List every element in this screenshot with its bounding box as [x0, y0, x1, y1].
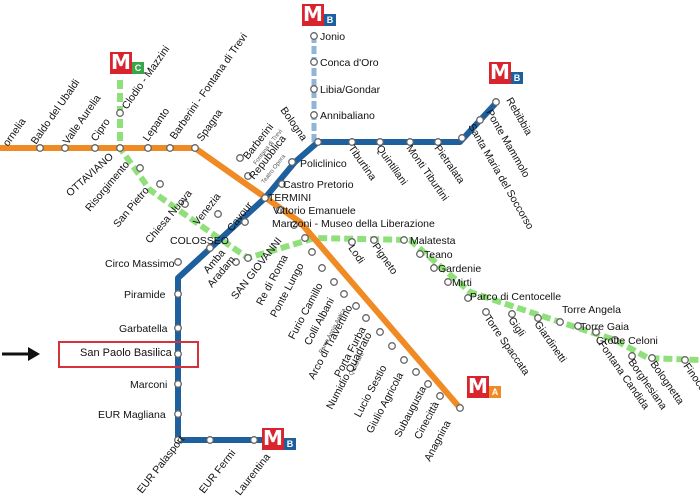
label-termini: TERMINI	[268, 192, 311, 204]
label-finocchio: Finocc	[681, 361, 700, 393]
label-ornelia: ornelia	[1, 116, 29, 149]
label-torregaia: Torre Gaia	[580, 321, 629, 333]
label-manzoni: Manzoni - Museo della Liberazione	[272, 218, 435, 230]
highlight-box	[58, 341, 199, 368]
label-jonio: Jonio	[320, 31, 345, 43]
label-conca: Conca d'Oro	[320, 57, 379, 69]
label-venezia: Venezia	[191, 191, 224, 228]
label-spagna: Spagna	[195, 107, 226, 144]
highlight-station-label: San Paolo Basilica	[80, 347, 172, 359]
label-giardinetti: Giardinetti	[532, 319, 569, 365]
stations	[36, 32, 689, 444]
label-annibaliano: Annibaliano	[320, 110, 375, 122]
label-libia: Libia/Gondar	[320, 84, 381, 96]
line-c	[117, 80, 700, 363]
label-pigneto: Pigneto	[370, 241, 400, 277]
label-colosseo: COLOSSEO	[170, 235, 229, 247]
label-gardenie: Gardenie	[438, 263, 481, 275]
metro-logo-a: M A	[467, 374, 501, 398]
metro-logo-c: M C	[110, 50, 144, 74]
station-labels: ornelia Baldo del Ubaldi Valle Aurelia C…	[1, 31, 700, 498]
label-eurfermi: EUR Fermi	[197, 448, 238, 496]
label-grotte: Grotte Celoni	[596, 335, 658, 347]
label-cipro: Cipro	[89, 116, 113, 144]
label-eurmagliana: EUR Magliana	[98, 409, 166, 421]
label-vittorio: Vittorio Emanuele	[273, 205, 356, 217]
pointer-arrow-icon	[2, 347, 40, 361]
label-circo: Circo Massimo	[105, 258, 175, 270]
label-marconi: Marconi	[130, 379, 167, 391]
label-policlinico: Policlinico	[300, 158, 347, 170]
label-piramide: Piramide	[124, 289, 166, 301]
label-lodi: Lodi	[346, 243, 367, 266]
label-teano: Teano	[424, 249, 453, 261]
label-mirti: Mirti	[452, 277, 472, 289]
metro-logo-b-south: M B	[262, 426, 296, 450]
label-laurentina: Laurentina	[233, 451, 273, 498]
label-parco: Parco di Centocelle	[470, 291, 561, 303]
label-castro: Castro Pretorio	[283, 179, 354, 191]
label-malatesta: Malatesta	[410, 235, 456, 247]
metro-logo-b-east: M B	[489, 60, 523, 84]
label-torreangela: Torre Angela	[562, 304, 621, 316]
label-sanpietro: San Pietro	[111, 185, 152, 230]
label-cavour: Cavour	[225, 199, 256, 233]
label-lepanto: Lepanto	[141, 106, 173, 144]
label-eurpalasport: EUR Palasport	[135, 434, 187, 496]
label-gigli: Gigli	[506, 315, 528, 339]
metro-logo-b-north: M B	[302, 2, 336, 26]
label-garbatella: Garbatella	[119, 323, 168, 335]
